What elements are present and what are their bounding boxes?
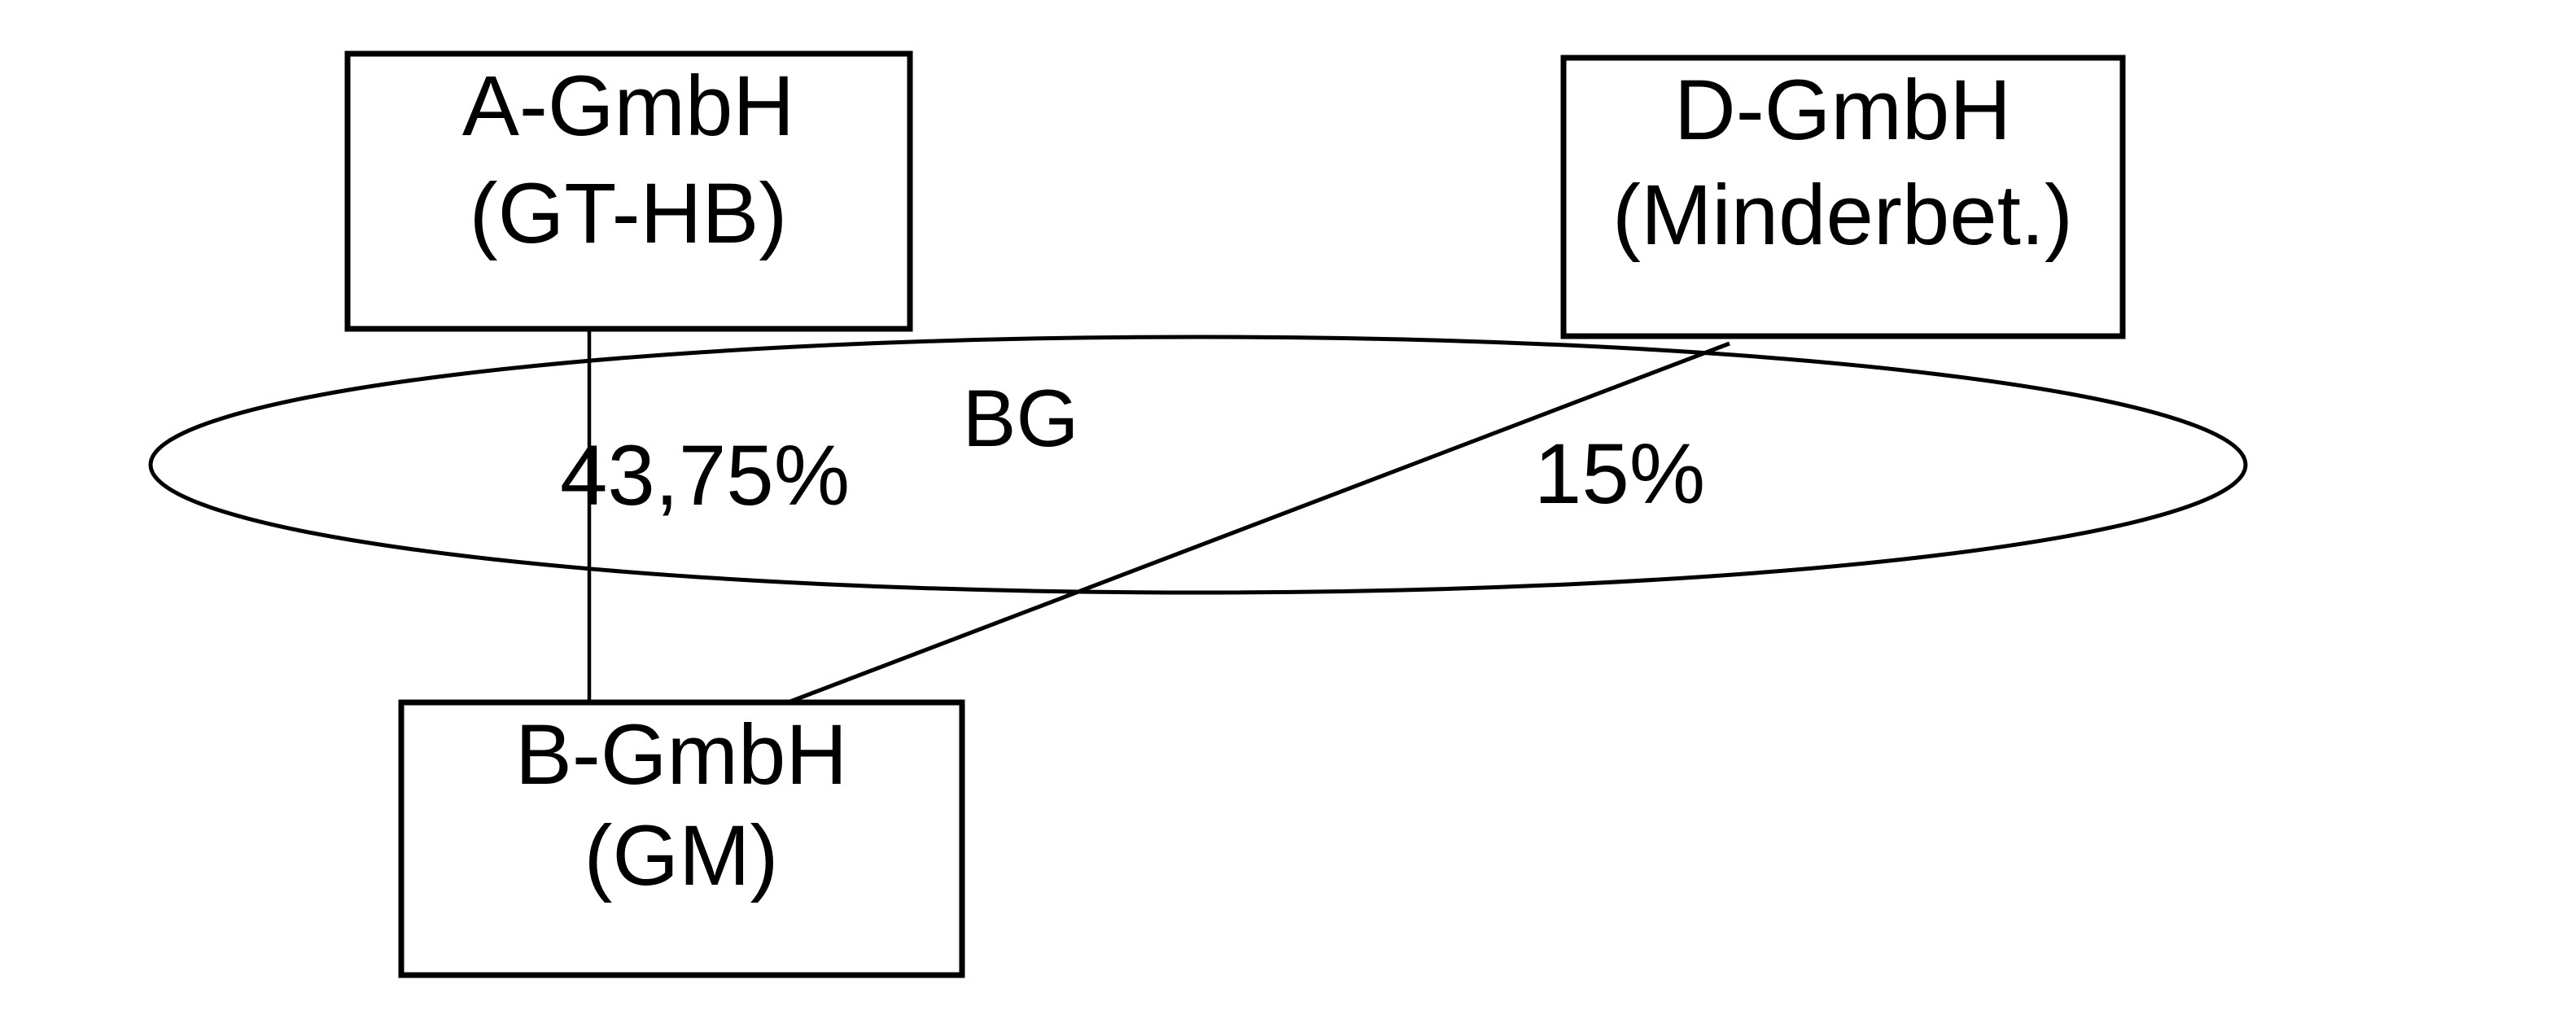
node-b-gmbh-label-line1: B-GmbH — [515, 707, 847, 803]
node-b-gmbh-box — [398, 699, 965, 978]
node-b-gmbh-label-line2: (GM) — [584, 808, 778, 903]
node-a-gmbh-label-line2: (GT-HB) — [470, 166, 788, 261]
node-a-gmbh-label-line1: A-GmbH — [462, 59, 794, 154]
bg-group-ellipse — [148, 335, 2248, 595]
edge-d-to-b-line — [787, 341, 1730, 705]
node-a-gmbh-box — [344, 50, 913, 332]
node-d-gmbh-label-line1: D-GmbH — [1674, 63, 2011, 158]
bg-group-label: BG — [962, 373, 1078, 463]
edge-a-to-b-percentage-label: 43,75% — [560, 428, 850, 523]
node-d-gmbh-box — [1560, 55, 2126, 339]
edge-d-to-b-percentage-label: 15% — [1534, 427, 1705, 522]
node-d-gmbh-label-line2: (Minderbet.) — [1612, 168, 2073, 263]
